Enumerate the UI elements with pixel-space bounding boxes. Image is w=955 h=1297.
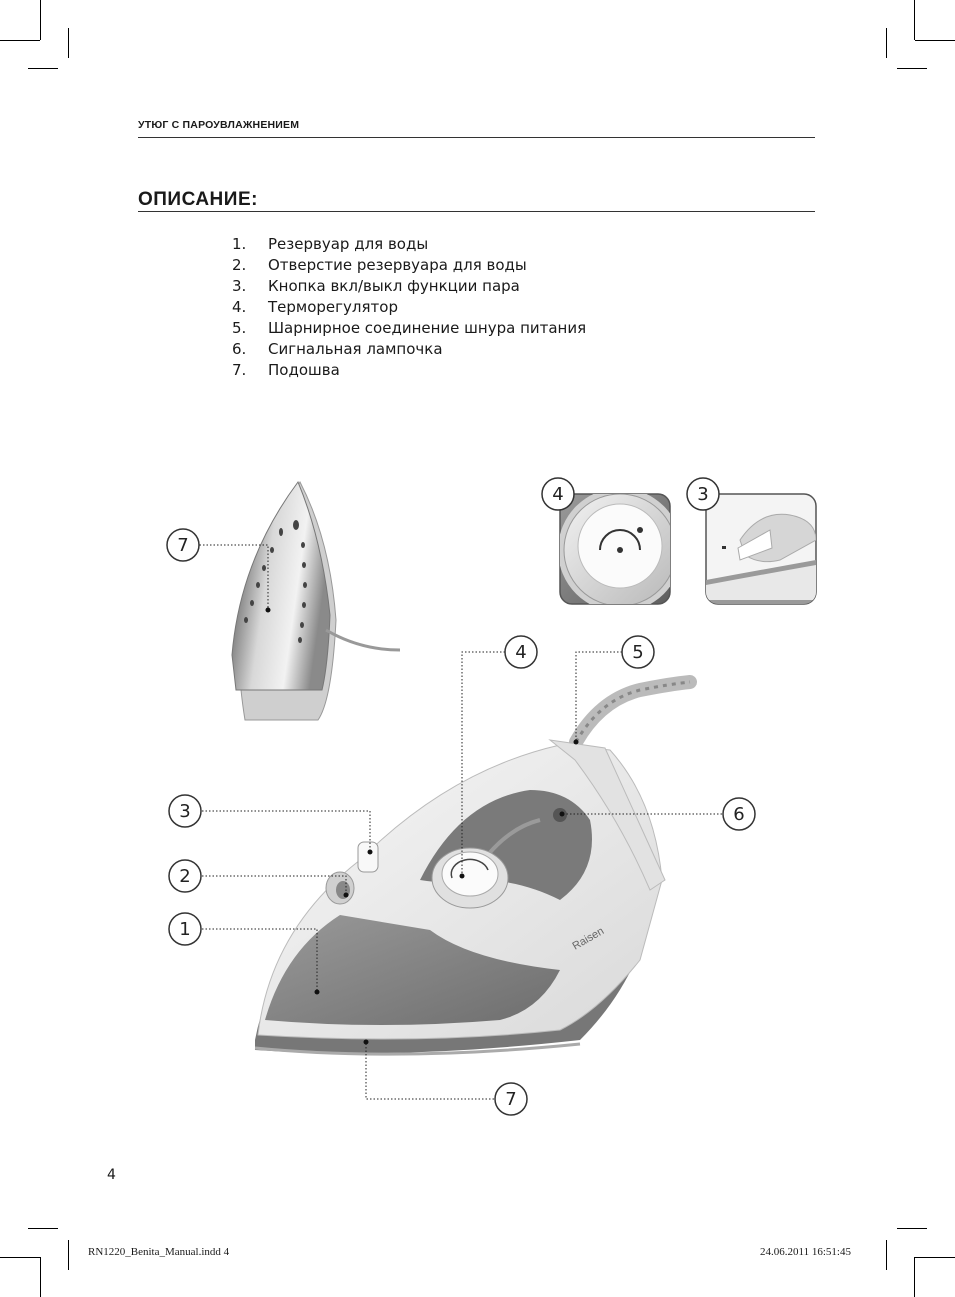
button-detail-inset [705, 493, 817, 605]
callout-button-detail: 3 [686, 477, 720, 511]
callout-dial-detail: 4 [541, 477, 575, 511]
callout-soleplate-top: 7 [166, 528, 200, 562]
running-header: УТЮГ С ПАРОУВЛАЖНЕНИЕМ [138, 119, 300, 131]
crop-mark [28, 1228, 58, 1229]
callout-cord-joint: 5 [621, 635, 655, 669]
svg-text:3: 3 [179, 801, 190, 822]
svg-text:5: 5 [632, 642, 643, 663]
list-item-number: 4. [232, 298, 247, 316]
soleplate-view [231, 480, 401, 721]
list-item-label: Отверстие резервуара для воды [268, 256, 527, 274]
crop-mark [897, 1228, 927, 1229]
crop-mark [915, 1257, 955, 1258]
crop-mark [886, 1240, 887, 1270]
svg-text:7: 7 [177, 535, 188, 556]
callout-soleplate-bottom: 7 [494, 1082, 528, 1116]
callout-indicator-lamp: 6 [722, 797, 756, 831]
crop-mark [0, 1257, 40, 1258]
crop-mark [40, 0, 41, 40]
svg-text:4: 4 [515, 642, 526, 663]
list-item-label: Кнопка вкл/выкл функции пара [268, 277, 520, 295]
list-item-number: 1. [232, 235, 247, 253]
section-rule [138, 211, 815, 212]
callout-fill-hole: 2 [168, 859, 202, 893]
crop-mark [886, 28, 887, 58]
svg-text:6: 6 [733, 804, 744, 825]
section-title: ОПИСАНИЕ: [138, 189, 258, 210]
iron-main-view: Raisen [254, 675, 697, 1056]
crop-mark [68, 28, 69, 58]
crop-mark [68, 1240, 69, 1270]
dial-detail-inset [559, 493, 671, 605]
crop-mark [897, 68, 927, 69]
callout-steam-button: 3 [168, 794, 202, 828]
svg-text:3: 3 [697, 484, 708, 505]
leader-dots [265, 607, 579, 1045]
parts-list: 1. Резервуар для воды 2. Отверстие резерву… [232, 234, 586, 381]
list-item-label: Подошва [268, 361, 340, 379]
list-item-label: Шарнирное соединение шнура питания [268, 319, 587, 337]
list-item: 6. Сигнальная лампочка [232, 339, 586, 360]
list-item-number: 6. [232, 340, 247, 358]
svg-text:4: 4 [552, 484, 563, 505]
crop-mark [40, 1257, 41, 1297]
list-item: 1. Резервуар для воды [232, 234, 586, 255]
list-item: 7. Подошва [232, 360, 586, 381]
list-item-number: 2. [232, 256, 247, 274]
list-item: 4. Терморегулятор [232, 297, 586, 318]
list-item-label: Сигнальная лампочка [268, 340, 443, 358]
header-rule [138, 137, 815, 138]
list-item-label: Терморегулятор [268, 298, 398, 316]
list-item-number: 3. [232, 277, 247, 295]
crop-mark [28, 68, 58, 69]
list-item-number: 7. [232, 361, 247, 379]
list-item: 5. Шарнирное соединение шнура питания [232, 318, 586, 339]
footer-file-name: RN1220_Benita_Manual.indd 4 [88, 1246, 230, 1258]
callout-thermostat: 4 [504, 635, 538, 669]
leader-lines [196, 544, 722, 1100]
list-item-label: Резервуар для воды [268, 235, 429, 253]
list-item: 3. Кнопка вкл/выкл функции пара [232, 276, 586, 297]
page-number: 4 [107, 1167, 116, 1183]
crop-mark [914, 0, 915, 40]
svg-text:7: 7 [505, 1089, 516, 1110]
svg-text:1: 1 [179, 919, 190, 940]
crop-mark [914, 1257, 915, 1297]
list-item: 2. Отверстие резервуара для воды [232, 255, 586, 276]
callout-water-tank: 1 [168, 912, 202, 946]
svg-text:2: 2 [179, 866, 190, 887]
crop-mark [915, 40, 955, 41]
list-item-number: 5. [232, 319, 247, 337]
footer-timestamp: 24.06.2011 16:51:45 [760, 1246, 851, 1258]
crop-mark [0, 40, 40, 41]
